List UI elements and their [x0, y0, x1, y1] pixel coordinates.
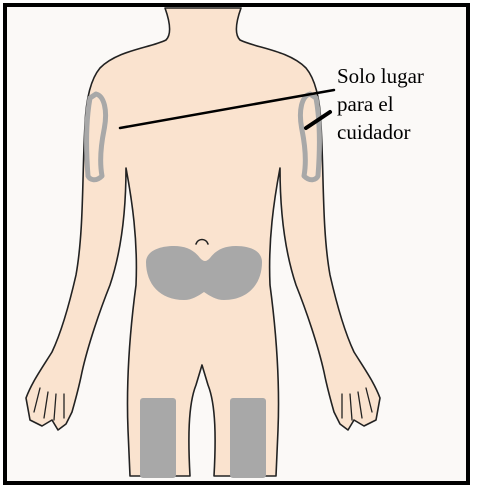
right-thigh-zone	[230, 398, 266, 478]
label-line-3: cuidador	[337, 118, 424, 146]
left-thigh-zone	[140, 398, 176, 478]
label-line-1: Solo lugar	[337, 62, 424, 90]
body-silhouette	[26, 8, 380, 476]
finger-lines	[34, 388, 372, 420]
label-line-2: para el	[337, 90, 424, 118]
caregiver-only-label: Solo lugar para el cuidador	[337, 62, 424, 146]
